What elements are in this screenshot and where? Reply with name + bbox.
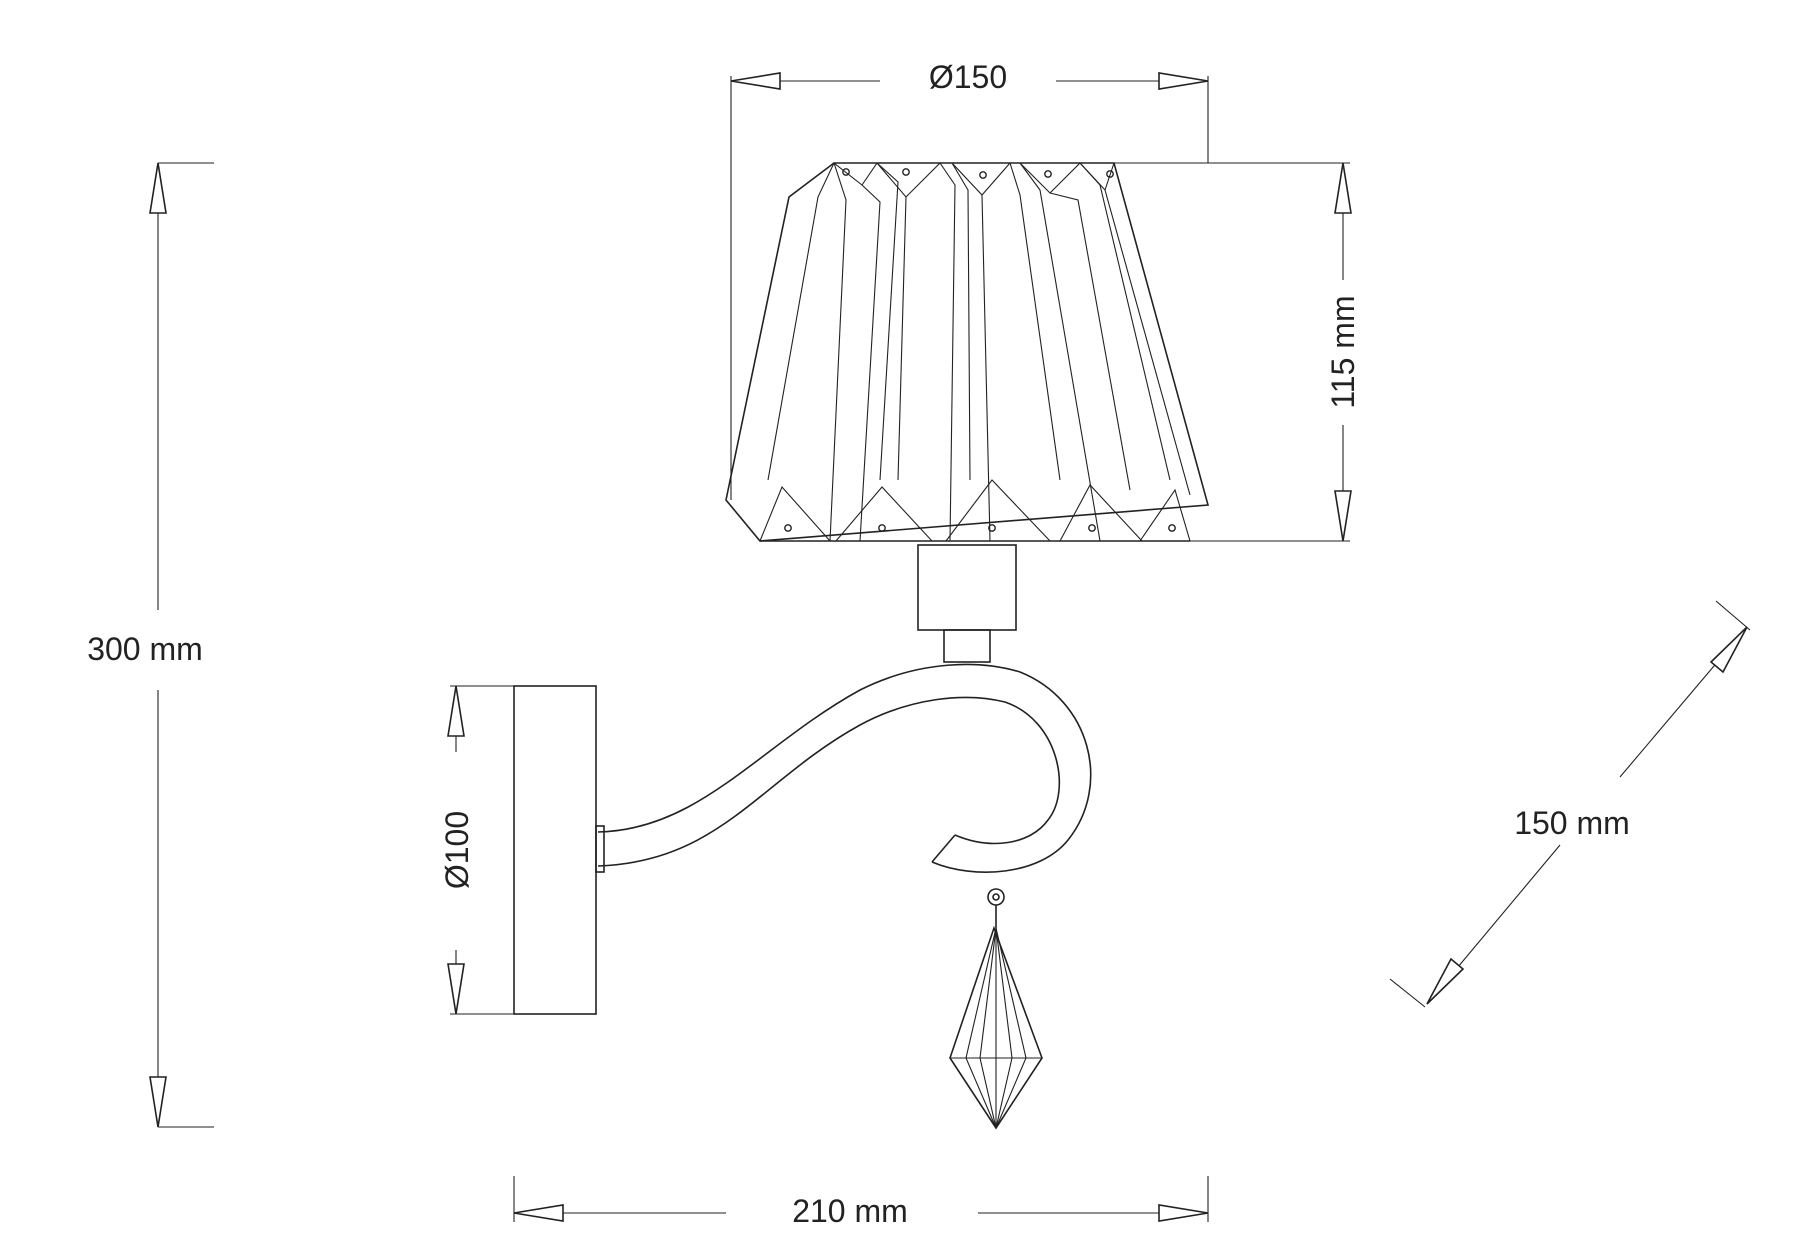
- dimension-base-diameter: Ø100: [439, 685, 514, 1015]
- width-label: 210 mm: [792, 1193, 908, 1229]
- dimension-shade-height: 115 mm: [1114, 162, 1361, 542]
- shade-diameter-label: Ø150: [929, 59, 1007, 95]
- dimension-total-height: 300 mm: [87, 162, 214, 1128]
- dimension-shade-diameter: Ø150: [730, 59, 1209, 500]
- socket: [917, 544, 1017, 663]
- wall-plate: [513, 685, 597, 1015]
- total-height-label: 300 mm: [87, 631, 203, 667]
- arm: [595, 663, 1092, 873]
- base-diameter-label: Ø100: [439, 811, 475, 889]
- dimension-depth: 150 mm: [1389, 600, 1751, 1008]
- dimension-width: 210 mm: [513, 1176, 1209, 1229]
- shade-height-label: 115 mm: [1325, 295, 1361, 408]
- crystal-pendant: [949, 888, 1043, 1130]
- lamp-shade: [725, 162, 1210, 542]
- depth-label: 150 mm: [1514, 805, 1630, 841]
